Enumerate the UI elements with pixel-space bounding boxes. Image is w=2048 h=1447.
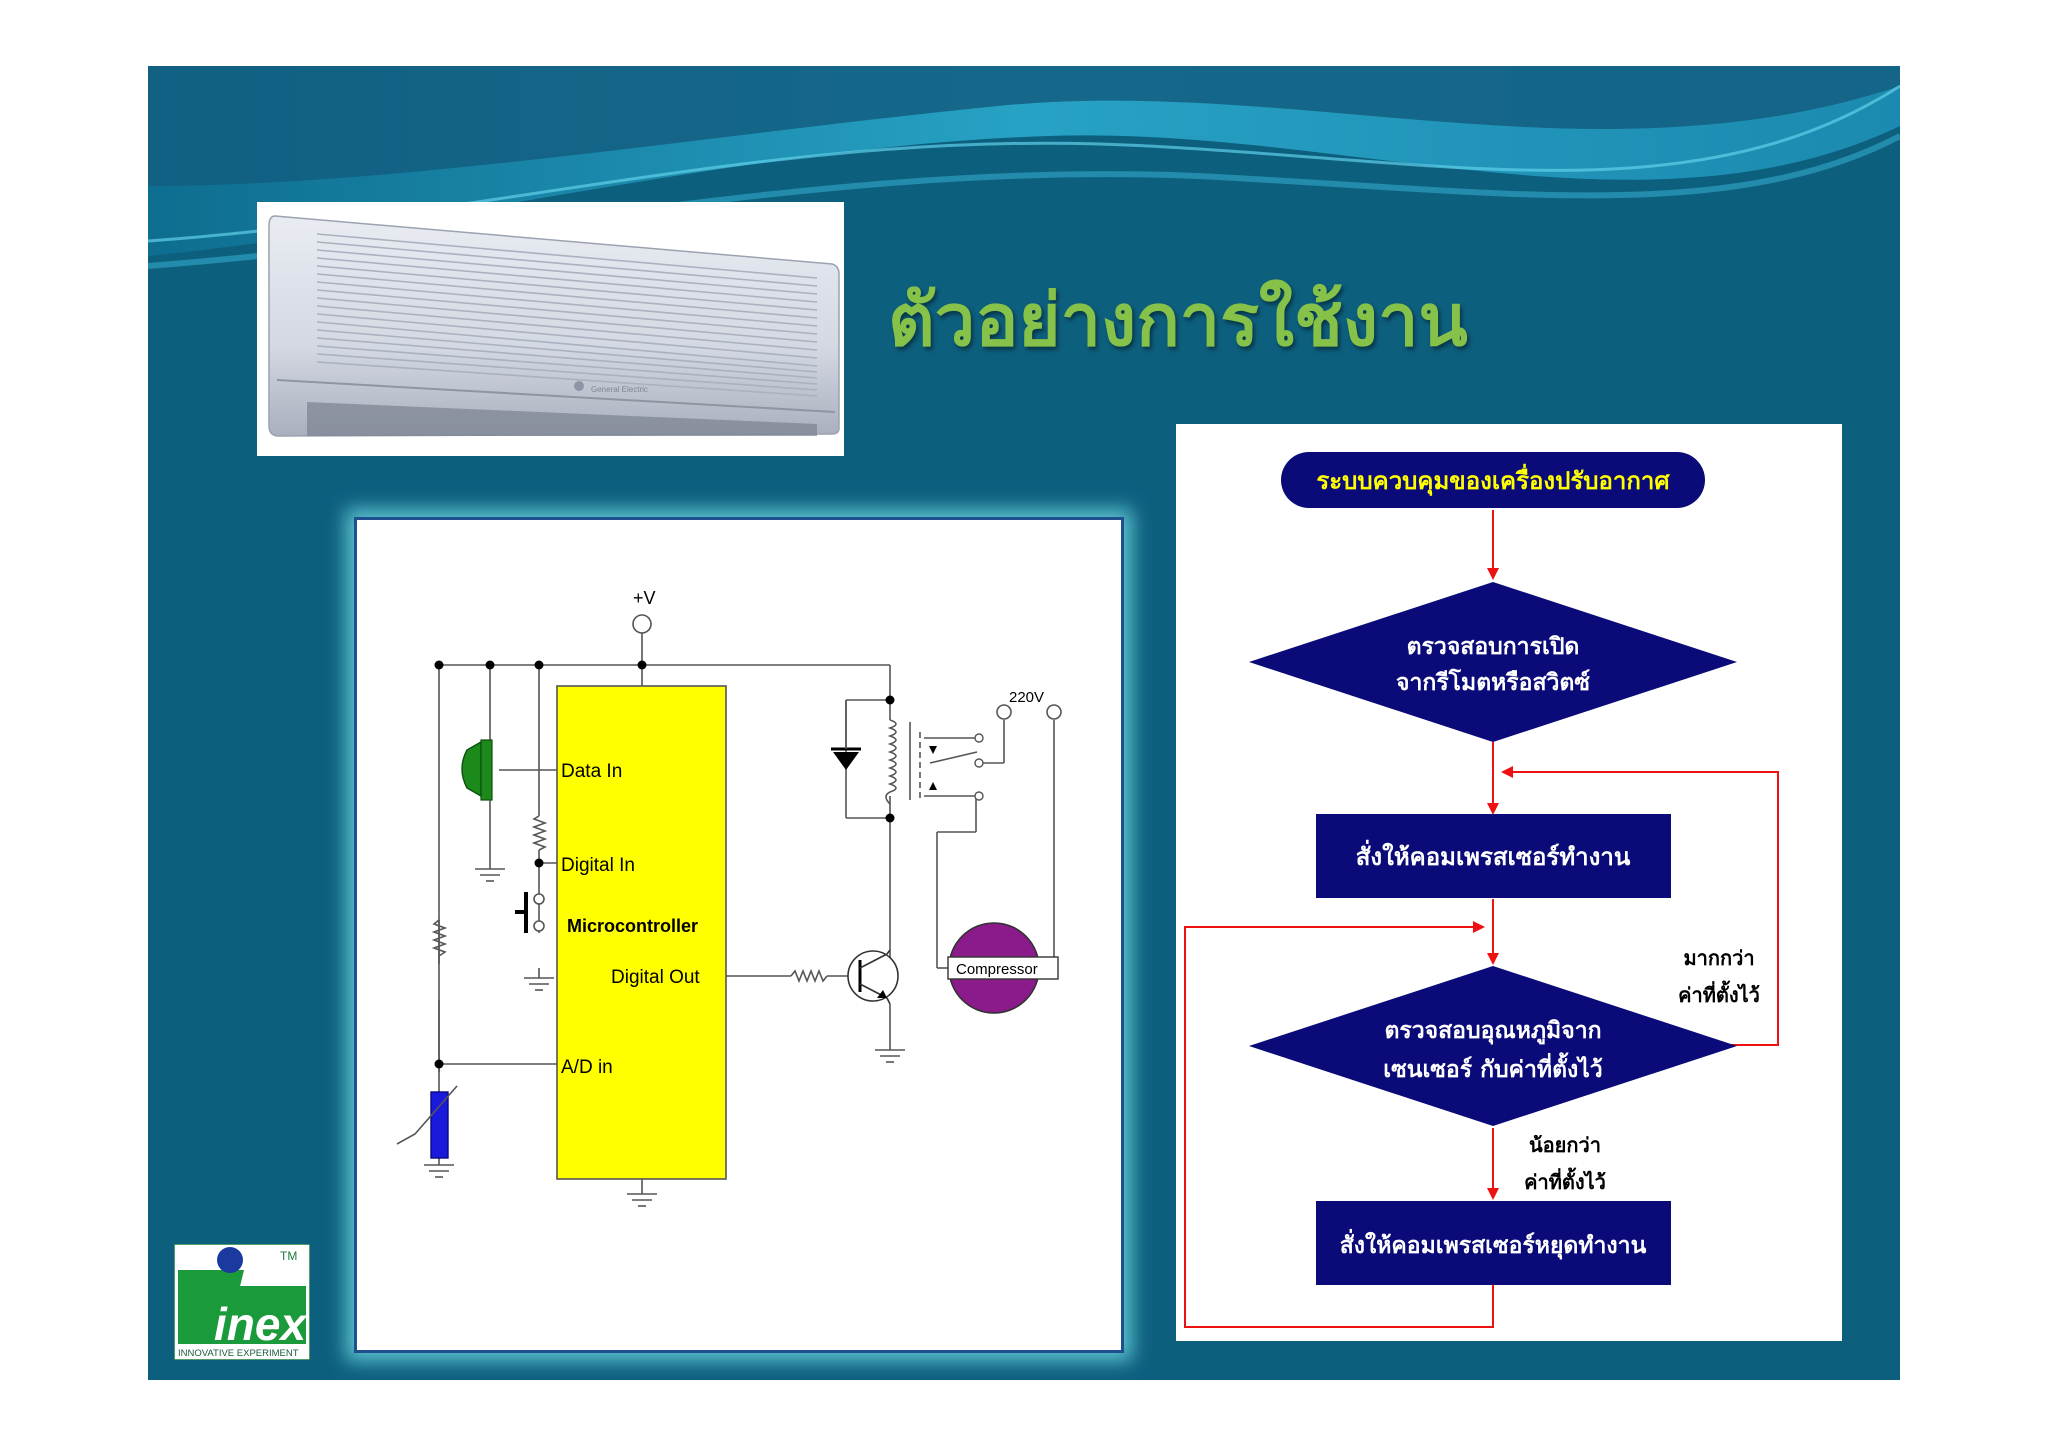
logo-trademark: TM xyxy=(280,1249,297,1263)
transistor-icon xyxy=(847,949,899,1005)
flow-decision-remote xyxy=(1249,582,1737,742)
diode-icon xyxy=(831,700,861,770)
pin-ad-in: A/D in xyxy=(561,1057,613,1078)
ac-brand-text: General Electric xyxy=(591,385,648,394)
relay-contacts-icon xyxy=(929,733,984,801)
flow-decision-temperature xyxy=(1249,966,1737,1126)
microcontroller-chip xyxy=(556,685,727,1180)
ground-icons xyxy=(424,868,905,1207)
flow-process-stop-compressor xyxy=(1316,1201,1671,1285)
mains-terminal-2 xyxy=(1046,704,1062,720)
mcu-label: Microcontroller xyxy=(567,916,698,936)
pin-digital-out: Digital Out xyxy=(611,967,700,988)
slide: General Electric ตัวอย่างการใช้งาน xyxy=(148,66,1900,1380)
compressor-label: Compressor xyxy=(956,961,1038,978)
branch-less-line1: น้อยกว่า xyxy=(1529,1133,1601,1157)
inex-logo: inex TM INNOVATIVE EXPERIMENT xyxy=(173,1243,311,1361)
branch-more-line2: ค่าที่ตั้งไว้ xyxy=(1678,980,1760,1007)
page-title: ตัวอย่างการใช้งาน xyxy=(888,278,1468,362)
thermistor-icon xyxy=(430,1091,449,1159)
branch-less-line2: ค่าที่ตั้งไว้ xyxy=(1524,1167,1606,1194)
flow-decision-remote-line1: ตรวจสอบการเปิด xyxy=(1407,634,1580,660)
flow-decision-temperature-line2: เซนเซอร์ กับค่าที่ตั้งไว้ xyxy=(1383,1052,1602,1083)
flow-start-node xyxy=(1281,452,1705,508)
relay-coil-icon xyxy=(885,719,897,805)
mains-label: 220V xyxy=(1009,689,1044,706)
base-resistor-icon xyxy=(790,968,828,984)
divider-resistor-icon xyxy=(431,919,448,957)
pullup-resistor-icon xyxy=(531,815,548,851)
flow-start-label: ระบบควบคุมของเครื่องปรับอากาศ xyxy=(1316,463,1670,497)
branch-more-line1: มากกว่า xyxy=(1683,946,1754,970)
circuit-diagram-panel: +V Data In Digital In Microcontroller Di… xyxy=(354,517,1124,1353)
flow-process-start-compressor xyxy=(1316,814,1671,898)
pin-digital-in: Digital In xyxy=(561,855,635,876)
flow-decision-remote-line2: จากรีโมตหรือสวิตซ์ xyxy=(1396,668,1590,696)
air-conditioner-photo: General Electric xyxy=(257,202,844,456)
logo-wordmark: inex xyxy=(214,1298,308,1350)
ir-receiver-icon xyxy=(461,740,482,798)
flow-decision-temperature-line1: ตรวจสอบอุณหภูมิจาก xyxy=(1384,1018,1601,1045)
flowchart-panel: ระบบควบคุมของเครื่องปรับอากาศ ตรวจสอบการ… xyxy=(1176,424,1842,1341)
push-button-icon xyxy=(515,892,545,933)
mains-terminal-1 xyxy=(996,704,1012,720)
flow-process-stop-label: สั่งให้คอมเพรสเซอร์หยุดทำงาน xyxy=(1340,1228,1647,1260)
supply-label: +V xyxy=(633,588,656,608)
flow-process-start-label: สั่งให้คอมเพรสเซอร์ทำงาน xyxy=(1356,839,1631,871)
pin-data-in: Data In xyxy=(561,761,622,782)
logo-tagline: INNOVATIVE EXPERIMENT xyxy=(178,1348,299,1359)
